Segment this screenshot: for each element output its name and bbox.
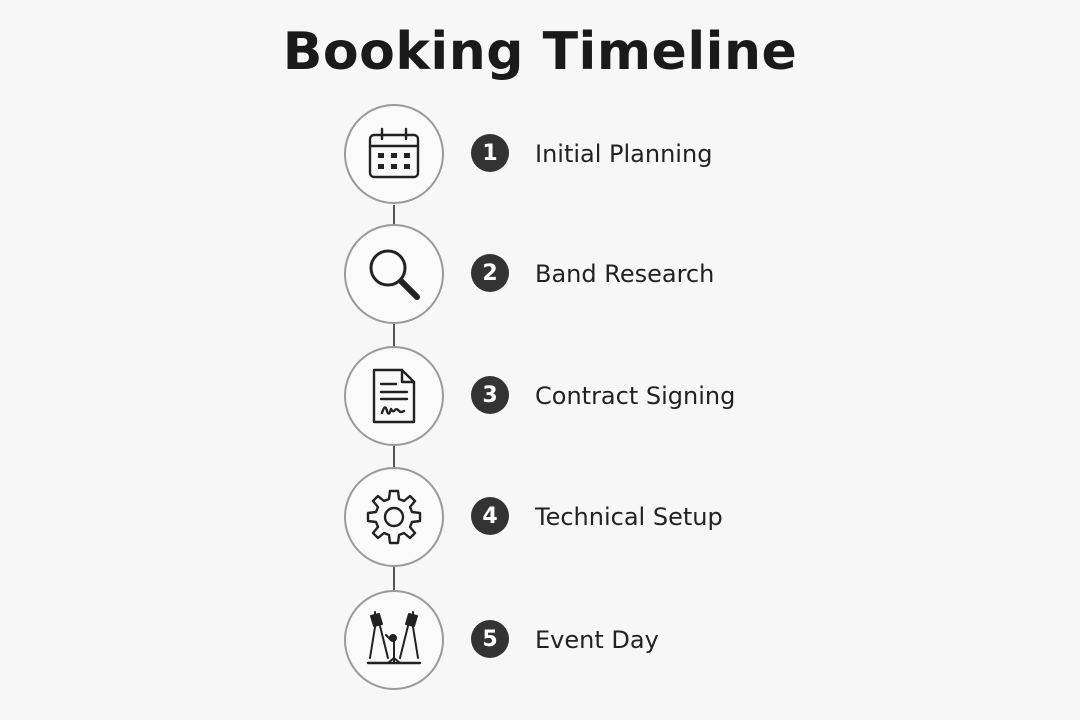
step-number-badge: 1 [471,134,509,172]
contract-icon [344,346,444,446]
calendar-icon [344,104,444,204]
stage-lights-icon [344,590,444,690]
timeline-step-4: 4 Technical Setup [0,467,1080,567]
magnifier-icon [344,224,444,324]
step-number-badge: 2 [471,254,509,292]
step-label: Initial Planning [535,140,713,168]
gear-icon [344,467,444,567]
timeline-step-1: 1 Initial Planning [0,104,1080,204]
step-label: Contract Signing [535,382,736,410]
step-label: Event Day [535,626,659,654]
step-number-badge: 3 [471,376,509,414]
page-title: Booking Timeline [282,22,798,82]
timeline-step-2: 2 Band Research [0,224,1080,324]
timeline-step-3: 3 Contract Signing [0,346,1080,446]
step-number-badge: 5 [471,620,509,658]
step-label: Technical Setup [535,503,723,531]
timeline-step-5: 5 Event Day [0,590,1080,690]
step-number-badge: 4 [471,497,509,535]
step-label: Band Research [535,260,715,288]
